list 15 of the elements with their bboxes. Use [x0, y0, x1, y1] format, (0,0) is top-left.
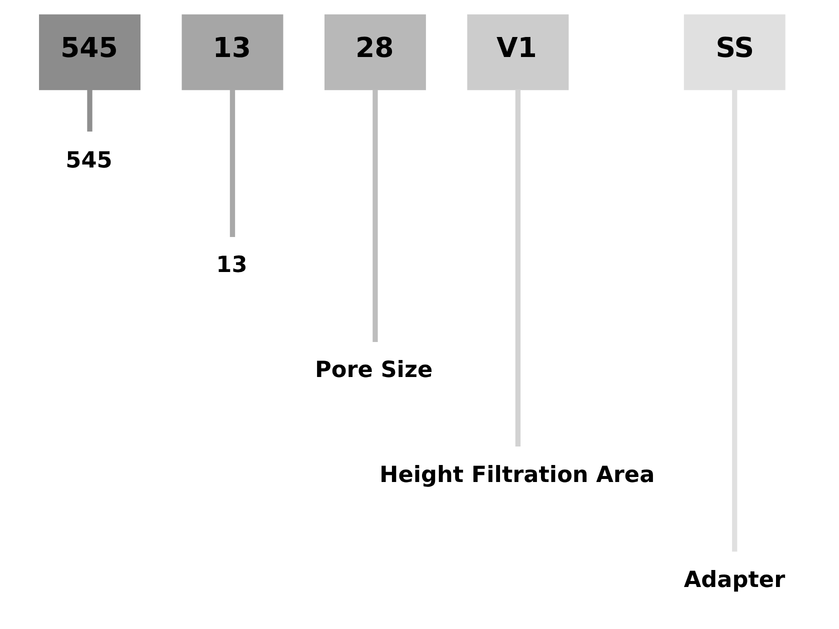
connector	[372, 90, 378, 342]
connector	[230, 89, 236, 238]
node-box: 13	[182, 14, 284, 90]
connector	[515, 89, 521, 446]
node-box: V1	[467, 14, 569, 90]
node-text: Pore Size	[315, 357, 433, 384]
node-text: 13	[216, 252, 248, 278]
node-box: 545	[39, 14, 140, 90]
node-text: Adapter	[684, 566, 786, 593]
connector	[87, 90, 92, 132]
node-box: SS	[684, 14, 786, 90]
node-text: 545	[66, 147, 112, 174]
connector	[732, 90, 738, 552]
node-box: 28	[324, 14, 426, 90]
node-text: Height Filtration Area	[380, 462, 655, 488]
